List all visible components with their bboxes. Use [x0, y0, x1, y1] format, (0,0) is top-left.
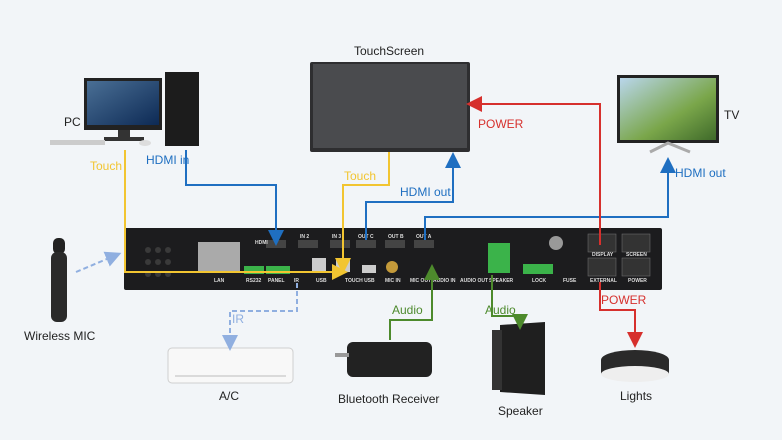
port-power: POWER [628, 278, 647, 284]
port-fuse: FUSE [563, 278, 577, 284]
label-wireless-mic: Wireless MIC [24, 329, 96, 343]
label-pc: PC [64, 115, 81, 129]
label-audio-speaker: Audio [485, 303, 516, 317]
control-unit: HDMI IN 2 IN 3 OUT C OUT B OUT A LAN RS2… [124, 228, 662, 290]
hdmi-out-tv-line [424, 157, 676, 240]
port-touch-usb: TOUCH USB [345, 278, 375, 284]
port-mic-in: MIC IN [385, 278, 401, 284]
label-bluetooth: Bluetooth Receiver [338, 392, 439, 406]
port-display: DISPLAY [592, 252, 614, 258]
port-rs232: RS232 [246, 278, 262, 284]
port-screen: SCREEN [626, 252, 647, 258]
label-ir: IR [232, 312, 244, 326]
label-ac: A/C [219, 389, 239, 403]
port-in3: IN 3 [332, 234, 341, 240]
port-outb: OUT B [388, 234, 404, 240]
port-mic-out: MIC OUT [410, 278, 431, 284]
port-usb: USB [316, 278, 327, 284]
speaker-device [492, 322, 545, 395]
lights-device [601, 350, 669, 382]
port-speaker: SPEAKER [489, 278, 514, 284]
label-tv: TV [724, 108, 739, 122]
hdmi-out-screen-line [365, 152, 461, 240]
wireless-mic-line [75, 251, 122, 273]
port-lock: LOCK [532, 278, 547, 284]
touchscreen-device [310, 62, 470, 152]
label-power-screen: POWER [478, 117, 524, 131]
port-audio-in: AUDIO IN [433, 278, 456, 284]
label-touch-pc: Touch [90, 159, 122, 173]
port-in2: IN 2 [300, 234, 309, 240]
power-lights-line [599, 282, 643, 348]
port-ir: IR [294, 278, 299, 284]
label-speaker: Speaker [498, 404, 543, 418]
pc-device [50, 72, 199, 146]
hdmi-in-line [185, 150, 284, 246]
power-screen-line [466, 96, 601, 245]
label-hdmi-out-screen: HDMI out [400, 185, 451, 199]
touch-line-screen [335, 152, 390, 274]
port-lan: LAN [214, 278, 225, 284]
ac-device [167, 347, 294, 384]
label-lights: Lights [620, 389, 652, 403]
label-power-lights: POWER [601, 293, 647, 307]
port-panel: PANEL [268, 278, 285, 284]
label-audio-bt: Audio [392, 303, 423, 317]
port-external: EXTERNAL [590, 278, 617, 284]
port-hdmi: HDMI [255, 240, 268, 246]
tv-device [617, 75, 719, 154]
touch-line-pc [124, 150, 348, 280]
label-touch-screen: Touch [344, 169, 376, 183]
wireless-mic-device [51, 238, 67, 322]
label-hdmi-out-tv: HDMI out [675, 166, 726, 180]
label-hdmi-in: HDMI in [146, 153, 189, 167]
port-outa: OUT A [416, 234, 432, 240]
audio-speaker-line [491, 275, 528, 330]
audio-bt-line [389, 264, 440, 340]
port-audio-out: AUDIO OUT [460, 278, 488, 284]
label-touchscreen: TouchScreen [354, 44, 424, 58]
bluetooth-receiver-device [335, 342, 432, 377]
